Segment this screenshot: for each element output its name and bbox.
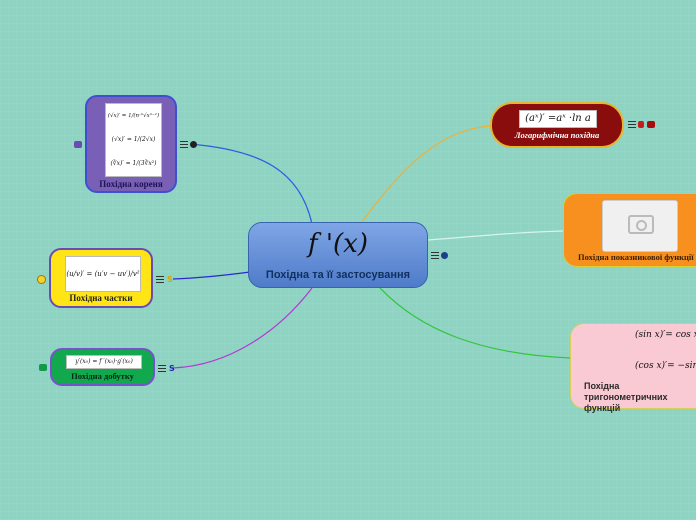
task-icon (39, 364, 47, 371)
notes-icon (180, 141, 188, 148)
quotient-title: Похідна частки (69, 293, 133, 303)
product-left-icons[interactable] (39, 364, 47, 371)
central-icons[interactable] (431, 252, 448, 259)
quotient-marker: S (167, 275, 173, 284)
central-topic[interactable]: f '(x) Похідна та її застосування (248, 222, 428, 288)
root-formula-2: (√x)′ = 1/(2√x) (111, 136, 156, 143)
task-icon (74, 141, 82, 148)
topic-root-derivative[interactable]: (√x)′ = 1/(n·ⁿ√xⁿ⁻¹) (√x)′ = 1/(2√x) (∛x… (85, 95, 177, 193)
product-right-icons[interactable]: S (158, 364, 175, 373)
root-title: Похідна кореня (99, 179, 163, 189)
exp-title: Похідна показникової функції (578, 252, 694, 262)
image-placeholder (602, 200, 678, 252)
root-formula-3: (∛x)′ = 1/(3∛x²) (110, 160, 157, 167)
root-formula-1: (√x)′ = 1/(n·ⁿ√xⁿ⁻¹) (107, 113, 160, 119)
trig-formula-1: (sin x)′= cos x (635, 330, 696, 340)
product-title: Похідна добутку (71, 371, 134, 381)
topic-trig-derivative[interactable]: (sin x)′= cos x (cos x)′= −sin x Похідна… (570, 323, 696, 413)
log-icons[interactable] (628, 121, 655, 128)
root-left-icons[interactable] (74, 141, 82, 148)
quotient-right-icons[interactable]: S (156, 275, 173, 284)
topic-product-derivative[interactable]: y′(x₀) = f ′(x₀)·g′(x₀) Похідна добутку (50, 348, 155, 386)
link-exp (427, 230, 564, 241)
root-right-icons[interactable] (180, 141, 197, 148)
camera-icon (628, 215, 654, 234)
topic-exp-derivative[interactable]: Похідна показникової функції (563, 193, 696, 267)
link-quotient (172, 271, 251, 280)
quotient-formula: (u/v)′ = (u′v − uv′)/v² (66, 270, 140, 278)
root-formula-card: (√x)′ = 1/(n·ⁿ√xⁿ⁻¹) (√x)′ = 1/(2√x) (∛x… (105, 103, 162, 177)
notes-icon (431, 252, 439, 259)
central-label: Похідна та її застосування (265, 269, 411, 281)
topic-quotient-derivative[interactable]: (u/v)′ = (u′v − uv′)/v² Похідна частки (49, 248, 153, 308)
product-formula-card: y′(x₀) = f ′(x₀)·g′(x₀) (66, 355, 142, 369)
log-formula: (aˣ)′ =aˣ ·ln a (525, 113, 591, 124)
flag-icon (638, 121, 644, 128)
product-formula: y′(x₀) = f ′(x₀)·g′(x₀) (75, 358, 133, 365)
topic-log-derivative[interactable]: (aˣ)′ =aˣ ·ln a Логарифмічна похідна (490, 102, 624, 148)
notes-icon (158, 365, 166, 372)
quotient-left-icons[interactable] (37, 275, 46, 284)
link-log (361, 125, 493, 223)
trig-title: Похідна тригонометричних функцій (584, 381, 668, 413)
link-trig (379, 287, 571, 359)
globe-icon (190, 141, 197, 148)
quotient-formula-card: (u/v)′ = (u′v − uv′)/v² (65, 256, 141, 292)
product-marker: S (169, 364, 175, 373)
link-root (189, 143, 313, 225)
link-product (171, 287, 313, 369)
globe-icon (441, 252, 448, 259)
notes-icon (628, 121, 636, 128)
central-formula: f '(x) (308, 229, 368, 259)
priority-icon (647, 121, 655, 128)
log-title: Логарифмічна похідна (514, 130, 600, 140)
notes-icon (156, 276, 164, 283)
trig-formula-2: (cos x)′= −sin x (635, 361, 696, 371)
log-formula-card: (aˣ)′ =aˣ ·ln a (519, 110, 597, 128)
task-icon (37, 275, 46, 284)
